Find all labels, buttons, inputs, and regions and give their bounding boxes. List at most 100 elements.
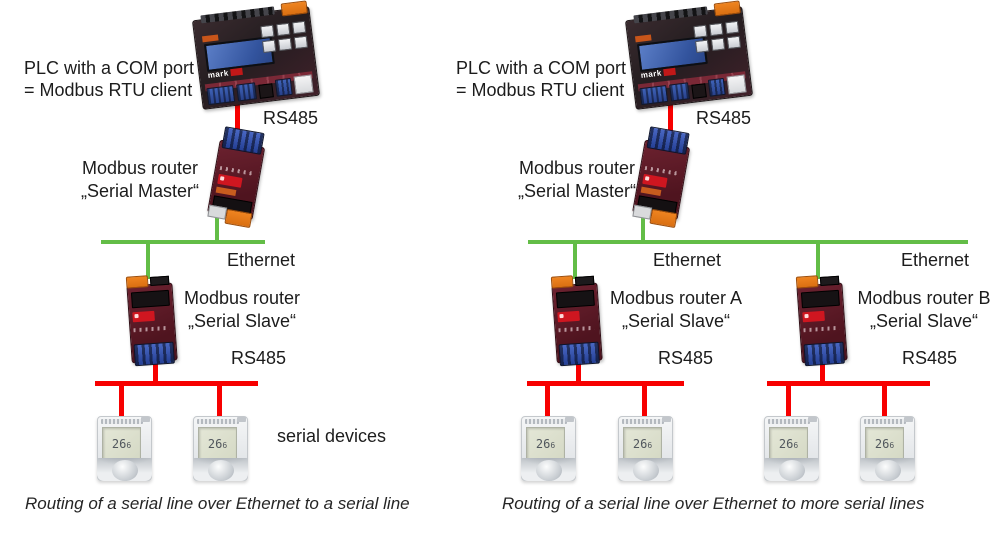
router-rs485-terminal <box>558 341 600 367</box>
router-bottom-block <box>207 204 228 220</box>
rs485-label-b: RS485 <box>902 348 958 368</box>
router-rs485-terminal <box>803 341 845 367</box>
thermostat-base <box>521 458 576 481</box>
plc-din-connector-strip <box>200 6 275 24</box>
plc-brand-text: mark <box>640 68 663 80</box>
rs485-drop-b2 <box>882 385 887 418</box>
ethernet-wire-slave-drop <box>146 243 150 279</box>
ethernet-wire-slave-a-drop <box>573 243 577 279</box>
plc-label-right: PLC with a COM port = Modbus RTU client <box>456 57 626 101</box>
thermostat-vent <box>622 419 664 424</box>
plc-terminal-block <box>236 82 258 102</box>
ethernet-wire-master-drop <box>641 200 645 244</box>
thermostat-temperature-fraction: 6 <box>793 440 799 450</box>
rs485-wire-plc-to-master <box>668 96 673 140</box>
thermostat-temperature-value: 26 <box>874 436 890 451</box>
slave-router-label-line1: Modbus router <box>183 288 301 308</box>
caption-right: Routing of a serial line over Ethernet t… <box>502 494 925 513</box>
plc-power-connector <box>713 0 741 17</box>
thermostat-vent <box>768 419 810 424</box>
rs485-wire-slave-a-to-bus <box>576 358 581 384</box>
plc-terminal-block <box>206 84 236 106</box>
router-top-block <box>574 275 595 287</box>
plc-terminal-block <box>669 82 691 102</box>
thermostat-temperature-fraction: 6 <box>550 440 556 450</box>
plc-relay-block <box>691 83 707 99</box>
rs485-bus <box>95 381 258 386</box>
plc-relay-block <box>258 83 274 99</box>
rs485-wire-slave-b-to-bus <box>820 358 825 384</box>
slave-router-a-label-line1: Modbus router A <box>609 288 743 308</box>
ethernet-label-left: Ethernet <box>227 250 296 270</box>
plc-label-line1: PLC with a COM port <box>24 58 195 78</box>
slave-router-b-label-line2: „Serial Slave“ <box>869 311 979 331</box>
thermostat-tab <box>565 417 574 422</box>
rs485-drop-a1 <box>545 385 550 418</box>
thermostat-base <box>764 458 819 481</box>
thermostat-base <box>860 458 915 481</box>
router-ethernet-connector <box>125 275 149 289</box>
thermostat-tab <box>662 417 671 422</box>
ethernet-bus <box>101 240 265 244</box>
master-router-label-line2: „Serial Master“ <box>517 181 637 201</box>
thermostat-tab <box>141 417 150 422</box>
router-ethernet-connector <box>224 208 253 229</box>
thermostat-dial-dome <box>535 460 562 481</box>
thermostat-vent <box>864 419 906 424</box>
rs485-drop-a2 <box>642 385 647 418</box>
plc-device: mark <box>624 0 754 110</box>
plc-model-badge <box>663 68 677 77</box>
router-top-block <box>149 275 170 287</box>
plc-label-left: PLC with a COM port = Modbus RTU client <box>24 57 194 101</box>
thermostat-vent <box>101 419 143 424</box>
thermostat-temperature-value: 26 <box>632 436 648 451</box>
thermostat-temperature-fraction: 6 <box>222 440 228 450</box>
plc-label-line2: = Modbus RTU client <box>456 80 625 100</box>
slave-router-b-label: Modbus router B „Serial Slave“ <box>844 287 1004 333</box>
plc-left: mark <box>191 0 321 110</box>
slave-router-a-label: Modbus router A „Serial Slave“ <box>596 287 756 333</box>
thermostat-base <box>97 458 152 481</box>
plc-label-line1: PLC with a COM port <box>456 58 627 78</box>
master-router-label-line1: Modbus router <box>81 158 199 178</box>
slave-router-b-label-line1: Modbus router B <box>857 288 991 308</box>
plc-din-connector-strip <box>633 6 708 24</box>
plc-ethernet-port <box>293 74 314 95</box>
router-red-label <box>802 310 825 323</box>
router-ethernet-connector <box>649 208 678 229</box>
plc-right: mark <box>624 0 754 110</box>
thermostat-dial-dome <box>874 460 901 481</box>
router-rs485-terminal <box>133 341 175 367</box>
rs485-label-bottom-left: RS485 <box>231 348 287 368</box>
thermostat-tab <box>904 417 913 422</box>
ethernet-label-right-1: Ethernet <box>653 250 722 270</box>
rs485-drop-device2 <box>217 385 222 418</box>
thermostat-vent <box>525 419 567 424</box>
ethernet-wire-master-drop <box>215 200 219 244</box>
thermostat-dial-dome <box>111 460 138 481</box>
router-red-label <box>132 310 155 323</box>
serial-devices-label: serial devices <box>277 426 387 446</box>
plc-model-badge <box>230 68 244 77</box>
thermostat-temperature-value: 26 <box>207 436 223 451</box>
router-display <box>555 289 595 309</box>
plc-device: mark <box>191 0 321 110</box>
thermostat-temperature-value: 26 <box>535 436 551 451</box>
plc-ethernet-port <box>726 74 747 95</box>
rs485-wire-slave-to-bus <box>153 358 158 384</box>
thermostat-temperature-fraction: 6 <box>126 440 132 450</box>
